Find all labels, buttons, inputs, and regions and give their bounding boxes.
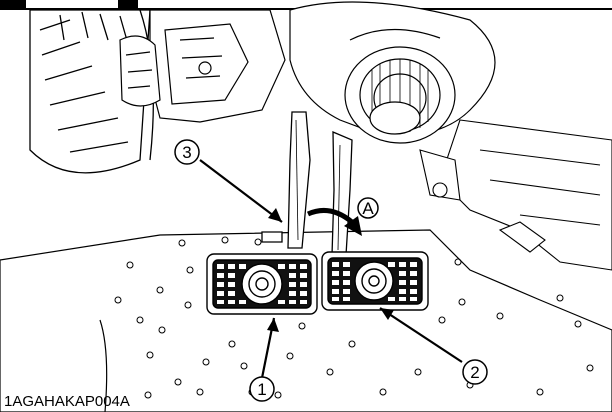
movement-arrow bbox=[306, 207, 362, 236]
steering-column bbox=[289, 1, 496, 144]
callout-1: 1 bbox=[249, 376, 275, 402]
callout-a: A bbox=[357, 197, 379, 219]
figure-code: 1AGAHAKAP004A bbox=[4, 393, 130, 410]
floor-plate bbox=[0, 229, 612, 412]
callout-3-label: 3 bbox=[182, 143, 191, 162]
left-pedal bbox=[206, 253, 318, 315]
callout-a-label: A bbox=[362, 199, 374, 218]
callout-3: 3 bbox=[174, 139, 200, 165]
right-pedal bbox=[321, 251, 429, 311]
callout-1-label: 1 bbox=[257, 380, 266, 399]
axle-housing bbox=[119, 9, 286, 123]
right-machinery bbox=[419, 119, 612, 271]
callout-2-label: 2 bbox=[470, 363, 479, 382]
callout-2: 2 bbox=[462, 359, 488, 385]
leader-lines bbox=[199, 159, 463, 379]
